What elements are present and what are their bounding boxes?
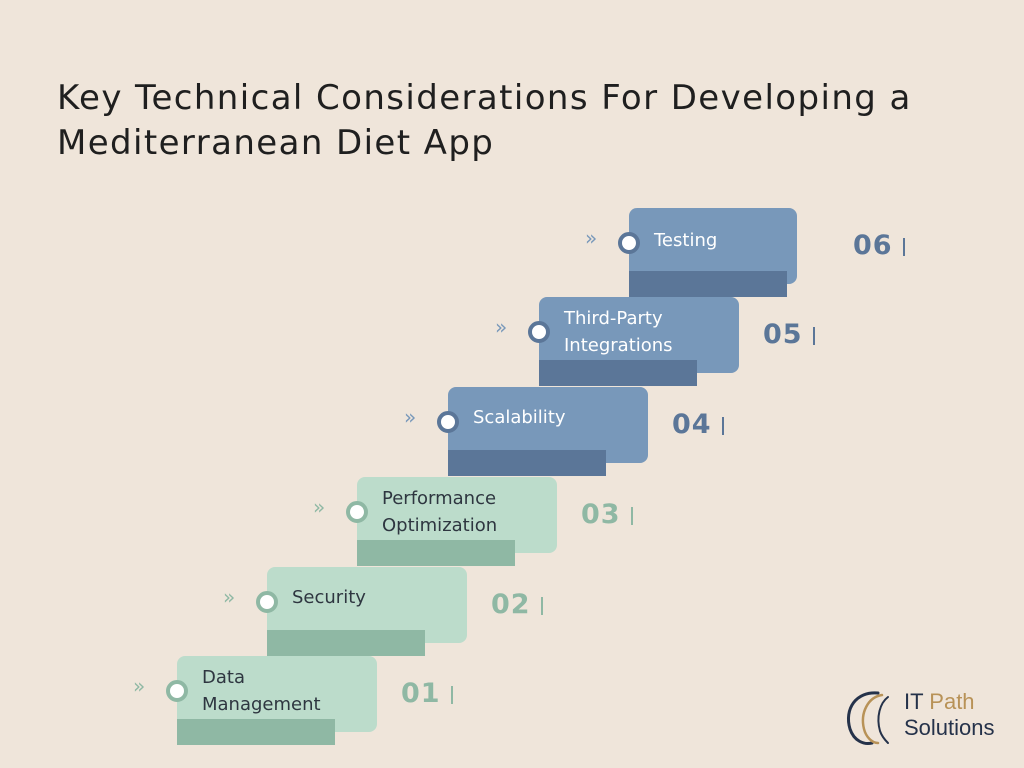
logo-swoosh-icon bbox=[847, 691, 889, 745]
step-label-line: Scalability bbox=[473, 407, 566, 428]
step-number: 03 bbox=[581, 499, 621, 530]
divider-tick bbox=[813, 327, 815, 345]
step-label-line: Optimization bbox=[382, 515, 498, 536]
chevron-right-icon: » bbox=[585, 226, 597, 250]
step-label-line: Testing bbox=[654, 230, 718, 251]
step-shadow-bar bbox=[177, 719, 335, 745]
logo-word-solutions: Solutions bbox=[904, 715, 995, 740]
page-title: Key Technical Considerations For Develop… bbox=[57, 76, 987, 166]
circle-marker-icon bbox=[437, 411, 459, 433]
circle-marker-icon bbox=[256, 591, 278, 613]
chevron-right-icon: » bbox=[313, 495, 325, 519]
title-line-1: Key Technical Considerations For Develop… bbox=[57, 78, 912, 118]
divider-tick bbox=[903, 238, 905, 256]
step-label-line: Data bbox=[202, 667, 245, 688]
step-label: Performance Optimization bbox=[382, 485, 557, 539]
chevron-right-icon: » bbox=[495, 315, 507, 339]
logo-line-1: IT Path bbox=[904, 689, 995, 715]
step-label-line: Management bbox=[202, 694, 321, 715]
logo-word-it: IT bbox=[904, 689, 924, 714]
company-logo: IT Path Solutions bbox=[838, 687, 1008, 747]
chevron-right-icon: » bbox=[133, 674, 145, 698]
circle-marker-icon bbox=[346, 501, 368, 523]
step-label: Security bbox=[292, 584, 467, 611]
step-label-line: Security bbox=[292, 587, 366, 608]
circle-marker-icon bbox=[166, 680, 188, 702]
step-shadow-bar bbox=[267, 630, 425, 656]
step-number: 04 bbox=[672, 409, 712, 440]
step-shadow-bar bbox=[448, 450, 606, 476]
step-label: Scalability bbox=[473, 404, 648, 431]
step-number: 05 bbox=[763, 319, 803, 350]
step-number: 06 bbox=[853, 230, 893, 261]
circle-marker-icon bbox=[618, 232, 640, 254]
logo-wordmark: IT Path Solutions bbox=[904, 689, 995, 741]
step-label-line: Integrations bbox=[564, 335, 673, 356]
divider-tick bbox=[541, 597, 543, 615]
step-label-line: Third-Party bbox=[564, 308, 663, 329]
chevron-right-icon: » bbox=[223, 585, 235, 609]
step-shadow-bar bbox=[539, 360, 697, 386]
step-number: 02 bbox=[491, 589, 531, 620]
title-line-2: Mediterranean Diet App bbox=[57, 123, 495, 163]
divider-tick bbox=[631, 507, 633, 525]
divider-tick bbox=[722, 417, 724, 435]
step-label: Testing bbox=[654, 227, 829, 254]
step-label: Third-Party Integrations bbox=[564, 305, 739, 359]
logo-word-path: Path bbox=[929, 689, 975, 714]
step-number: 01 bbox=[401, 678, 441, 709]
chevron-right-icon: » bbox=[404, 405, 416, 429]
step-shadow-bar bbox=[357, 540, 515, 566]
step-label: Data Management bbox=[202, 664, 377, 718]
divider-tick bbox=[451, 686, 453, 704]
step-shadow-bar bbox=[629, 271, 787, 297]
step-label-line: Performance bbox=[382, 488, 497, 509]
circle-marker-icon bbox=[528, 321, 550, 343]
